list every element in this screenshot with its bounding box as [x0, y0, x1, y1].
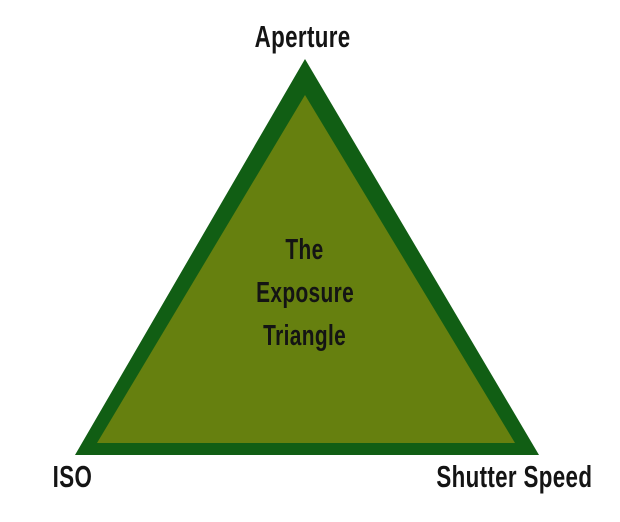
- triangle-title: The Exposure Triangle: [0, 229, 610, 358]
- title-line-3: Triangle: [263, 320, 347, 352]
- label-aperture-text: Aperture: [255, 19, 351, 54]
- title-line-2: Exposure: [255, 277, 355, 309]
- title-line-1: The: [285, 234, 325, 266]
- label-aperture: Aperture: [0, 20, 606, 54]
- label-shutter-speed-text: Shutter Speed: [436, 459, 592, 494]
- label-iso: ISO: [0, 460, 144, 494]
- label-iso-text: ISO: [52, 459, 92, 494]
- label-shutter-speed: Shutter Speed: [394, 460, 620, 494]
- triangle-fill-shape: [97, 95, 515, 443]
